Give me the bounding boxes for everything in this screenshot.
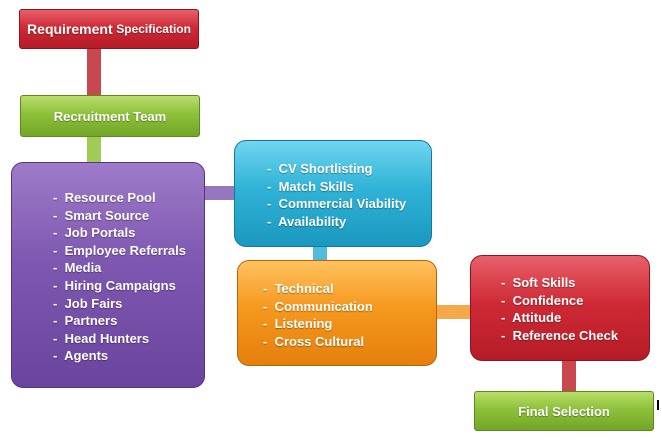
list-item: Resource Pool — [53, 189, 204, 207]
connector-sources-to-screening — [203, 186, 237, 200]
list-item: Availability — [267, 213, 431, 231]
connector-technical-to-hr — [435, 305, 475, 319]
screening-box: CV Shortlisting Match Skills Commercial … — [234, 140, 432, 247]
list-item: Commercial Viability — [267, 195, 431, 213]
requirement-title-small: Specification — [116, 22, 191, 36]
list-item: Confidence — [501, 292, 649, 310]
list-item: Technical — [263, 280, 436, 298]
list-item: Match Skills — [267, 178, 431, 196]
list-item: Head Hunters — [53, 330, 204, 348]
hr-evaluation-box: Soft Skills Confidence Attitude Referenc… — [470, 255, 650, 361]
list-item: CV Shortlisting — [267, 160, 431, 178]
final-selection-label: Final Selection — [518, 403, 610, 419]
connector-team-to-sources — [87, 136, 101, 166]
list-item: Employee Referrals — [53, 242, 204, 260]
list-item: Job Portals — [53, 224, 204, 242]
hr-evaluation-list: Soft Skills Confidence Attitude Referenc… — [501, 274, 649, 344]
text-cursor-mark — [657, 400, 659, 410]
technical-evaluation-box: Technical Communication Listening Cross … — [237, 260, 437, 366]
technical-evaluation-list: Technical Communication Listening Cross … — [263, 280, 436, 350]
connector-requirement-to-team — [87, 48, 101, 96]
connector-hr-to-final — [562, 359, 576, 393]
list-item: Listening — [263, 315, 436, 333]
list-item: Reference Check — [501, 327, 649, 345]
sourcing-channels-box: Resource Pool Smart Source Job Portals E… — [11, 162, 205, 388]
sourcing-channels-list: Resource Pool Smart Source Job Portals E… — [53, 189, 204, 365]
list-item: Partners — [53, 312, 204, 330]
list-item: Job Fairs — [53, 295, 204, 313]
screening-list: CV Shortlisting Match Skills Commercial … — [267, 160, 431, 230]
recruitment-team-label: Recruitment Team — [53, 108, 167, 124]
requirement-specification-box: Requirement Specification — [19, 9, 199, 49]
list-item: Agents — [53, 347, 204, 365]
connector-screening-to-technical — [313, 245, 327, 263]
requirement-title-main: Requirement — [27, 21, 113, 37]
list-item: Cross Cultural — [263, 333, 436, 351]
list-item: Attitude — [501, 309, 649, 327]
list-item: Media — [53, 259, 204, 277]
recruitment-team-box: Recruitment Team — [20, 95, 200, 137]
final-selection-box: Final Selection — [474, 391, 654, 431]
list-item: Smart Source — [53, 207, 204, 225]
list-item: Soft Skills — [501, 274, 649, 292]
list-item: Hiring Campaigns — [53, 277, 204, 295]
list-item: Communication — [263, 298, 436, 316]
